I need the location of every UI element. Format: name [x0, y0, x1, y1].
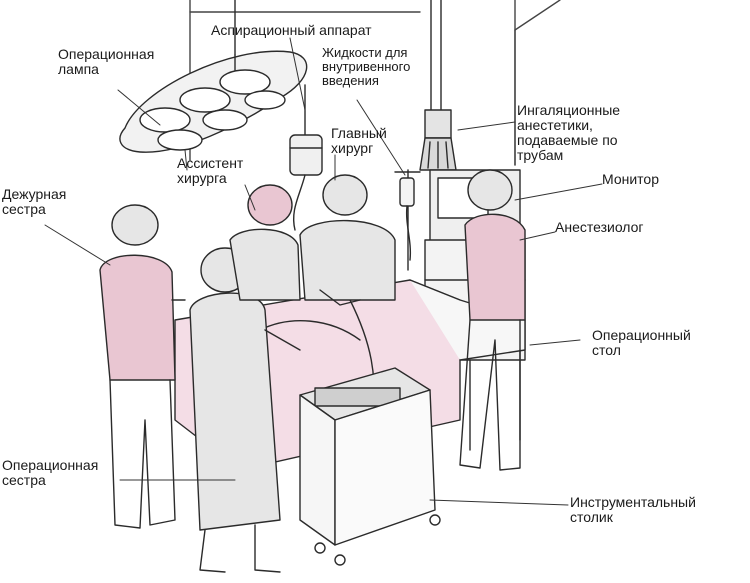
gas-column	[419, 109, 457, 171]
iv-stand	[394, 169, 421, 271]
label-assistant-surgeon: Ассистент хирурга	[177, 155, 244, 186]
instrument-table	[299, 367, 441, 566]
anesthesiologist-figure	[459, 169, 526, 471]
label-inhalation-anesthetics: Ингаляционные анестетики, подаваемые по …	[517, 102, 621, 163]
label-iv-fluids: Жидкости для внутривенного введения	[322, 45, 411, 88]
label-operating-table: Операционный стол	[592, 327, 691, 358]
leader-lines	[44, 37, 603, 506]
assistant-surgeon-figure	[229, 184, 301, 301]
ceiling-mounts	[234, 0, 442, 111]
label-operating-lamp: Операционная лампа	[58, 46, 155, 77]
main-surgeon-figure	[299, 174, 396, 306]
label-suction-apparatus: Аспирационный аппарат	[211, 22, 372, 38]
label-scrub-nurse: Операционная сестра	[2, 457, 99, 488]
suction-apparatus	[289, 84, 323, 231]
label-anesthesiologist: Анестезиолог	[555, 219, 644, 235]
label-circulating-nurse: Дежурная сестра	[2, 186, 67, 217]
label-monitor: Монитор	[602, 171, 659, 187]
operating-lamp	[119, 50, 308, 153]
circulating-nurse-figure	[99, 204, 186, 529]
label-main-surgeon: Главный хирург	[331, 125, 387, 156]
label-instrument-table: Инструментальный столик	[570, 494, 696, 525]
